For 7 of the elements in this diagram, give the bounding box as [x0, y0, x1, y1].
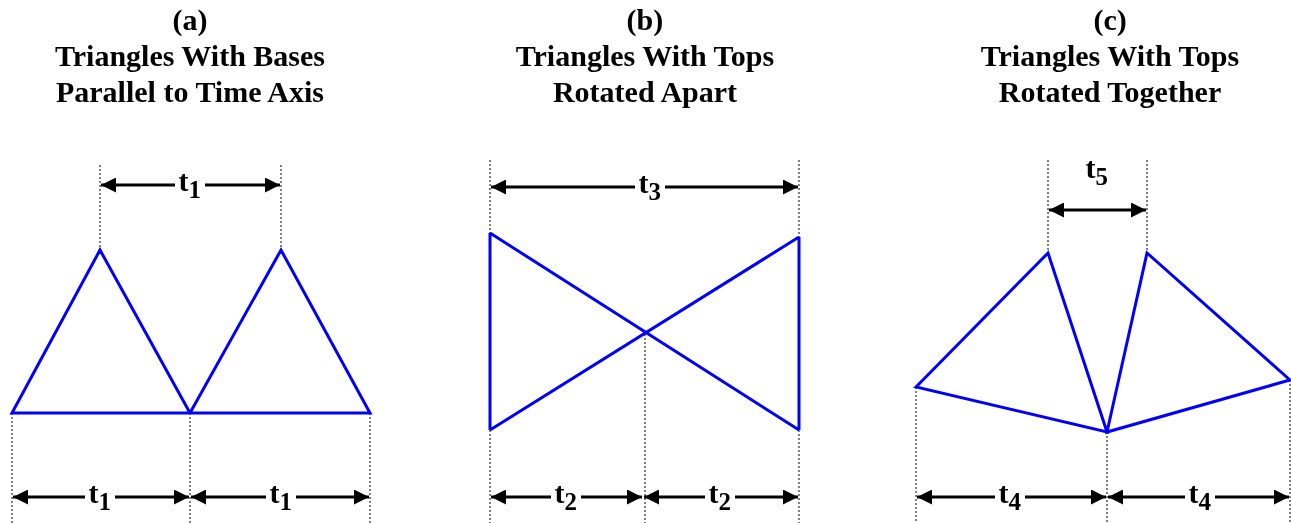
panel-letter: (b) [626, 2, 664, 38]
panel-heading: Triangles With Tops Rotated Together [979, 38, 1241, 110]
panel-heading: Triangles With Bases Parallel to Time Axis [53, 38, 326, 110]
panel-letter: (c) [1093, 2, 1127, 38]
dimension-label: t$_{5}$ [1085, 149, 1108, 192]
panel-letter: (a) [172, 2, 208, 38]
panel-heading: Triangles With Tops Rotated Apart [514, 38, 776, 110]
